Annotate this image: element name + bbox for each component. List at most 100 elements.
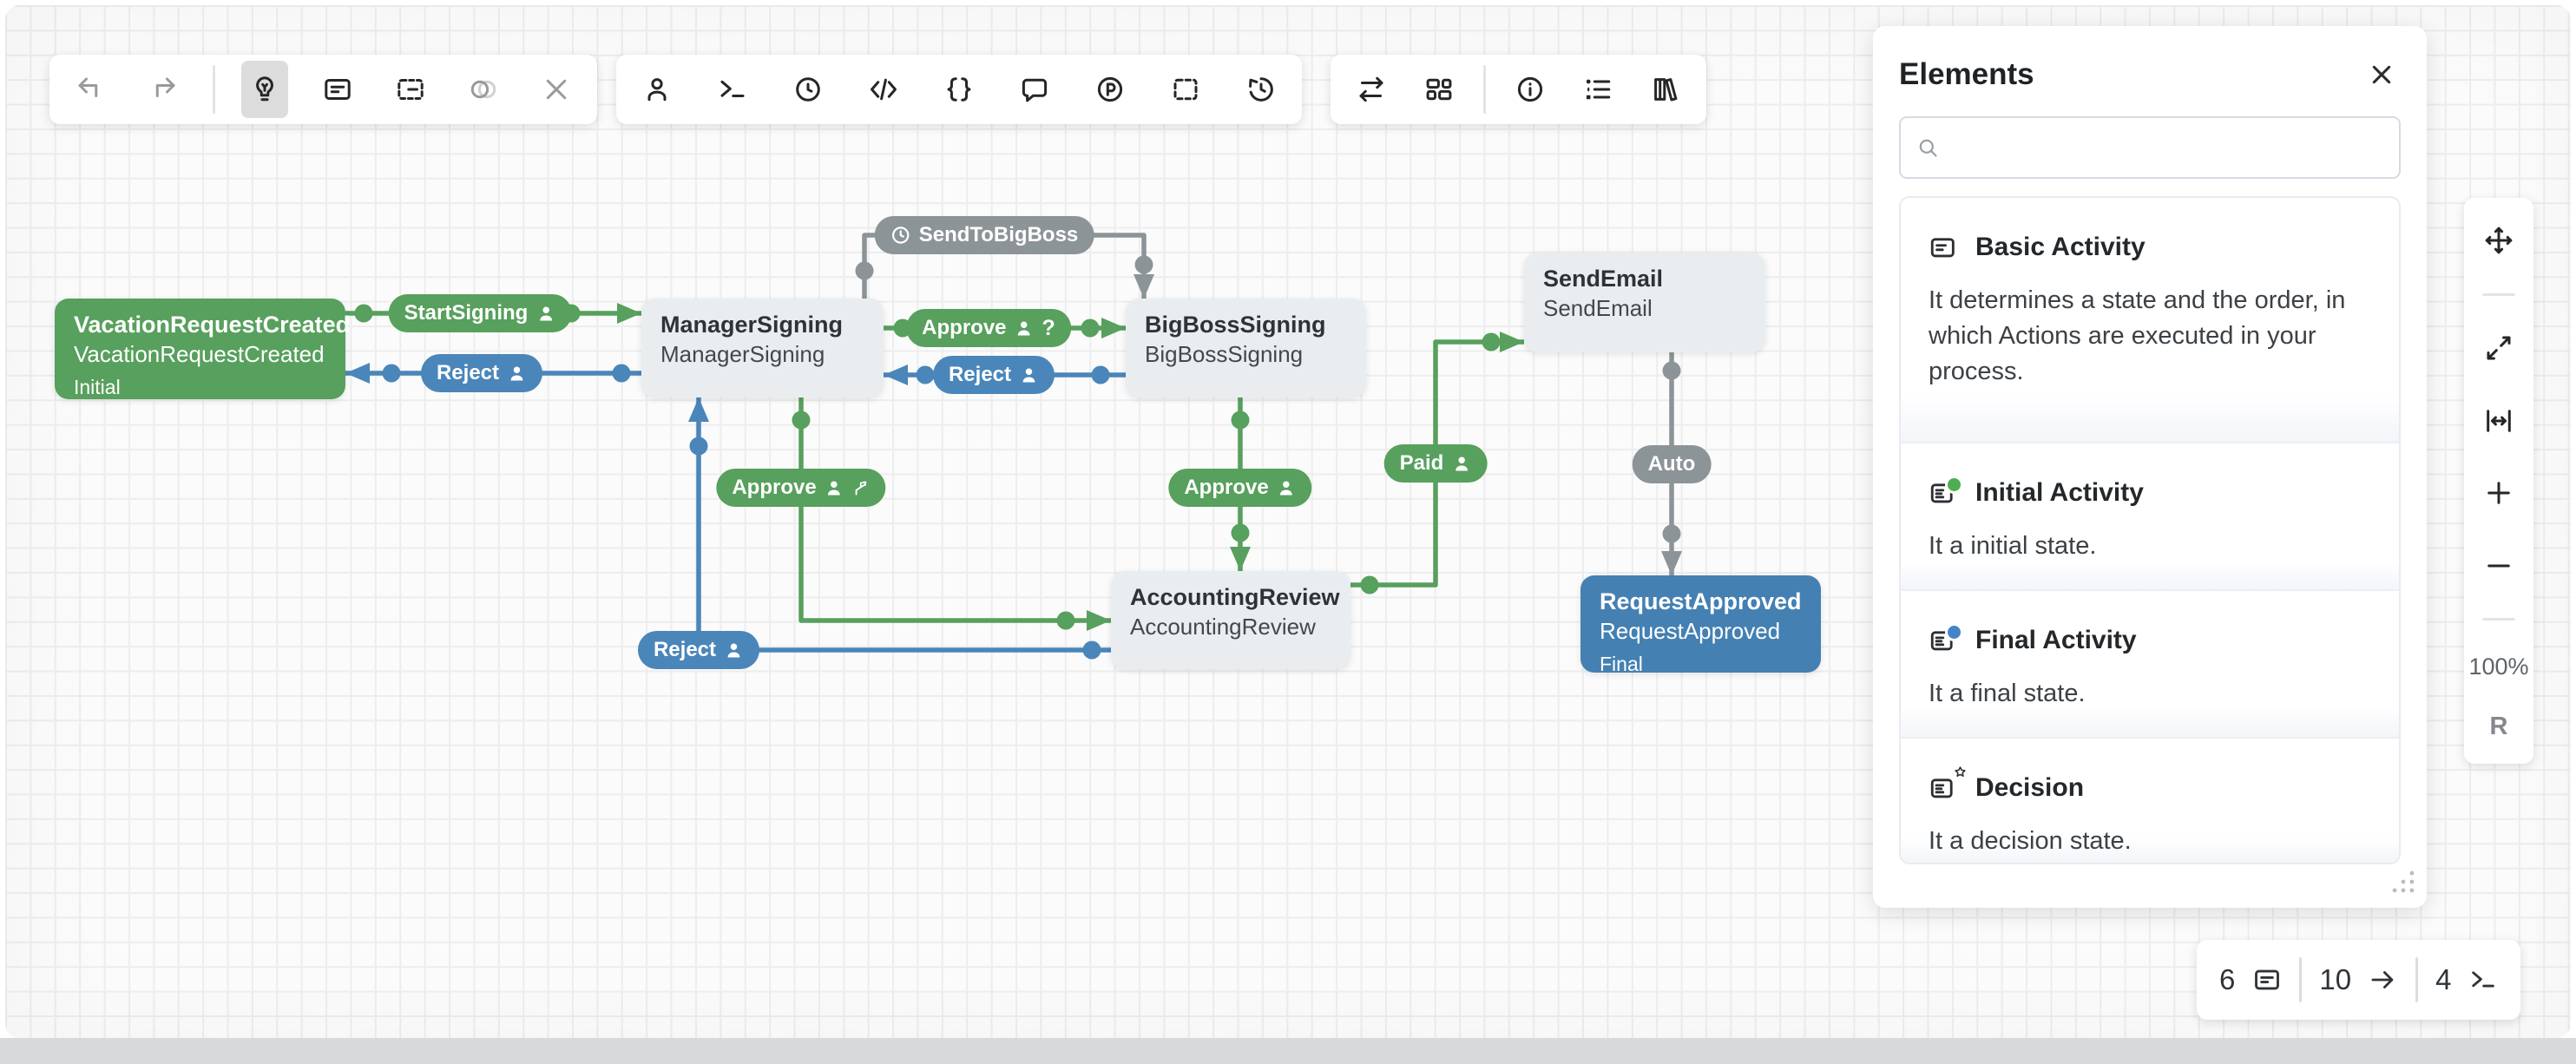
clock-small-icon xyxy=(890,225,911,246)
parameters-button[interactable] xyxy=(1087,61,1134,118)
undo-button[interactable] xyxy=(67,61,114,118)
toolbar-separator xyxy=(2482,292,2515,296)
user-icon xyxy=(1019,365,1039,385)
search-icon xyxy=(1916,136,1940,160)
search-box xyxy=(1899,116,2401,179)
delete-button[interactable] xyxy=(533,61,580,118)
node-subtitle: ManagerSigning xyxy=(660,340,825,367)
node-title: ManagerSigning xyxy=(660,312,844,338)
activities-count: 6 xyxy=(2219,963,2236,995)
transition-label: Reject xyxy=(948,363,1012,386)
bottom-band xyxy=(0,1038,2576,1064)
element-description: It a final state. xyxy=(1929,680,2086,707)
legend-button[interactable] xyxy=(1574,61,1621,118)
comments-button[interactable] xyxy=(1011,61,1058,118)
transition-label: Approve xyxy=(922,316,1007,339)
transition-pill-auto[interactable]: Auto xyxy=(1632,445,1712,483)
toolbar-separator xyxy=(2482,618,2515,621)
element-title: Basic Activity xyxy=(1975,233,2146,261)
toolbar-view xyxy=(1331,55,1706,124)
close-icon[interactable] xyxy=(2362,56,2401,94)
transition-pill-reject[interactable]: Reject xyxy=(420,354,543,392)
activity-info-button[interactable] xyxy=(314,61,361,118)
arrow-right-icon xyxy=(2369,965,2398,995)
fit-screen-button[interactable] xyxy=(2475,328,2522,368)
transition-pill-reject[interactable]: Reject xyxy=(932,356,1055,394)
node-subtitle: SendEmail xyxy=(1543,294,1653,321)
element-title: Decision xyxy=(1975,773,2085,802)
code-actions-button[interactable] xyxy=(936,61,982,118)
search-input[interactable] xyxy=(1950,133,2383,162)
pan-button[interactable] xyxy=(2475,220,2522,260)
commands-button[interactable] xyxy=(709,61,756,118)
transition-label: Reject xyxy=(653,638,717,661)
actors-button[interactable] xyxy=(634,61,680,118)
select-region-button[interactable] xyxy=(1162,61,1209,118)
node-title: BigBossSigning xyxy=(1145,312,1326,338)
edges-layer xyxy=(345,233,1682,660)
resize-grip[interactable] xyxy=(2389,867,2418,901)
fork-icon xyxy=(852,479,871,497)
redo-button[interactable] xyxy=(140,61,187,118)
transition-pill-approve[interactable]: Approve? xyxy=(906,309,1071,347)
toolbar-insert xyxy=(616,55,1302,124)
status-separator xyxy=(2299,957,2303,1002)
element-description: It determines a state and the order, in … xyxy=(1929,286,2346,386)
node-title: RequestApproved xyxy=(1600,588,1802,614)
basic-activity-icon xyxy=(1929,233,1960,261)
history-button[interactable] xyxy=(1238,61,1285,118)
library-button[interactable] xyxy=(1642,61,1689,118)
transitions-button[interactable] xyxy=(1348,61,1395,118)
toolbar-separator xyxy=(213,65,215,114)
code-button[interactable] xyxy=(860,61,907,118)
element-item-final-activity[interactable]: Final Activity It a final state. xyxy=(1901,589,2399,737)
node-title: VacationRequestCreated xyxy=(74,312,351,338)
user-icon xyxy=(507,364,527,384)
node-state-label: Initial xyxy=(74,375,121,398)
commands-count: 4 xyxy=(2435,963,2452,995)
transition-pill-sendtobigboss[interactable]: SendToBigBoss xyxy=(874,216,1094,254)
auto-layout-button[interactable] xyxy=(1416,61,1462,118)
toolbar-main xyxy=(49,55,597,124)
transition-pill-paid[interactable]: Paid xyxy=(1383,444,1488,483)
element-title: Final Activity xyxy=(1975,626,2137,654)
transparency-button[interactable] xyxy=(460,61,507,118)
element-item-initial-activity[interactable]: Initial Activity It a initial state. xyxy=(1901,442,2399,589)
panel-title: Elements xyxy=(1899,57,2034,91)
transition-pill-startsigning[interactable]: StartSigning xyxy=(388,294,572,332)
transition-pill-reject[interactable]: Reject xyxy=(637,631,760,669)
reset-zoom-button[interactable]: R xyxy=(2489,713,2508,740)
multi-select-button[interactable] xyxy=(387,61,434,118)
condition-icon: ? xyxy=(1042,315,1055,340)
fit-width-button[interactable] xyxy=(2475,401,2522,441)
element-item-basic-activity[interactable]: Basic Activity It determines a state and … xyxy=(1901,198,2399,442)
element-description: It a initial state. xyxy=(1929,532,2097,560)
transition-label: Reject xyxy=(436,361,500,384)
elements-list: Basic Activity It determines a state and … xyxy=(1899,196,2401,864)
zoom-in-button[interactable] xyxy=(2475,473,2522,513)
user-icon xyxy=(825,478,844,498)
transition-pill-approve[interactable]: Approve xyxy=(716,469,886,507)
zoom-out-button[interactable] xyxy=(2475,546,2522,586)
element-title: Initial Activity xyxy=(1975,478,2144,507)
node-subtitle: VacationRequestCreated xyxy=(74,340,325,367)
hints-toggle[interactable] xyxy=(241,61,288,118)
element-description: It a decision state. xyxy=(1929,827,2132,855)
transition-label: StartSigning xyxy=(404,301,529,325)
transition-pill-approve[interactable]: Approve xyxy=(1168,469,1312,507)
user-icon xyxy=(1451,454,1471,474)
element-item-decision[interactable]: Decision It a decision state. xyxy=(1901,737,2399,863)
toolbar-separator xyxy=(1483,65,1486,114)
node-title: SendEmail xyxy=(1543,266,1664,292)
info-button[interactable] xyxy=(1507,61,1554,118)
status-separator xyxy=(2415,957,2419,1002)
user-icon xyxy=(724,640,744,660)
timers-button[interactable] xyxy=(785,61,831,118)
